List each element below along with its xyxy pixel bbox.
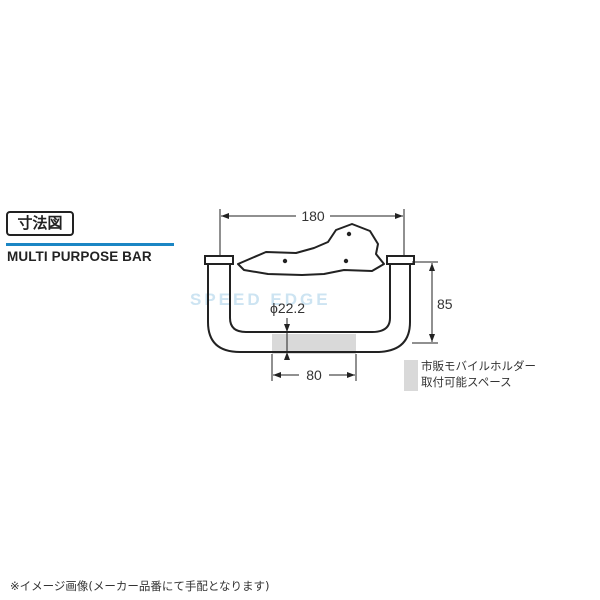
bracket-hole (346, 231, 352, 237)
space-dimension-label: 80 (306, 367, 322, 383)
title-underline (6, 243, 174, 246)
height-dimension-label: 85 (437, 296, 453, 312)
diameter-label: ϕ22.2 (270, 300, 305, 316)
right-end-cap (386, 255, 415, 265)
bar-inner-outline (229, 262, 391, 333)
arrow-head (284, 324, 290, 332)
arrow-head (429, 263, 435, 271)
left-end-cap (204, 255, 234, 265)
watermark-text: SPEED EDGE (190, 290, 331, 309)
label-backdrop (296, 208, 330, 224)
bar-outer-outline (207, 262, 411, 353)
legend-label-line1: 市販モバイルホルダー (421, 359, 536, 373)
dimension-drawing-badge: 寸法図 (6, 211, 74, 236)
width-dimension-label: 180 (301, 208, 325, 224)
arrow-head (284, 352, 290, 360)
legend-swatch (404, 360, 418, 391)
arrow-head (429, 334, 435, 342)
label-backdrop (299, 367, 329, 383)
bracket-hole (343, 258, 349, 264)
arrow-head (273, 372, 281, 378)
image-disclaimer-note: ※イメージ画像(メーカー品番にて手配となります) (10, 579, 270, 593)
bracket-hole (282, 258, 288, 264)
arrow-head (395, 213, 403, 219)
product-name: MULTI PURPOSE BAR (7, 249, 152, 264)
arrow-head (347, 372, 355, 378)
legend-label-line2: 取付可能スペース (421, 375, 512, 389)
arrow-head (221, 213, 229, 219)
mounting-bracket (237, 223, 385, 276)
mountable-space-area (272, 334, 356, 354)
